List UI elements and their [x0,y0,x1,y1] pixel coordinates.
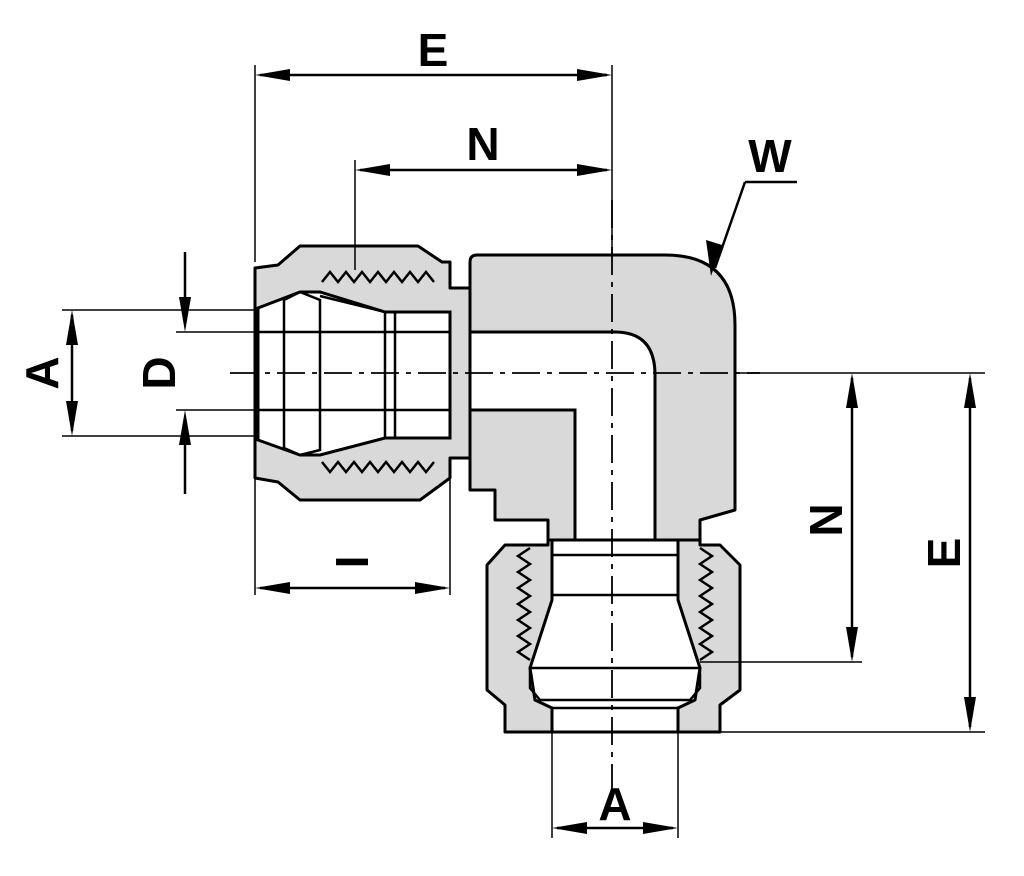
arrow-left-a-bottom [66,401,78,436]
arrow-top-n-right [577,164,612,176]
label-top-n: N [466,118,499,170]
elbow-bore [448,330,657,542]
left-ferrule [282,290,322,457]
arrow-d-bottom [179,410,191,445]
arrow-top-e-right [577,69,612,81]
arrow-bottom-a-right [643,822,678,834]
label-i: I [326,556,378,569]
label-bottom-a: A [598,778,631,830]
arrow-right-n-bottom [846,627,858,662]
arrow-top-n-left [355,164,390,176]
arrow-i-left [255,582,290,594]
arrow-bottom-a-left [552,822,587,834]
bottom-ferrule [528,666,702,702]
arrow-right-e-bottom [964,697,976,732]
bottom-tube-bore [528,538,702,734]
bottom-thread-right [697,546,715,662]
label-right-e: E [918,538,970,569]
bottom-thread-left [515,546,533,662]
label-left-d: D [133,356,185,389]
arrow-left-a-top [66,310,78,345]
arrow-d-top [179,297,191,332]
arrow-top-e-left [255,69,290,81]
label-top-e: E [418,24,449,76]
arrow-right-n-top [846,373,858,408]
label-callout-w: W [748,130,792,182]
left-thread-upper [321,269,435,285]
arrow-right-e-top [964,373,976,408]
label-left-a: A [16,356,68,389]
left-thread-lower [321,459,435,475]
label-right-n: N [800,503,852,536]
callout-w-leader [713,181,747,269]
arrow-callout-w [706,240,722,276]
left-ferrule-back [319,294,387,457]
arrow-i-right [415,582,450,594]
